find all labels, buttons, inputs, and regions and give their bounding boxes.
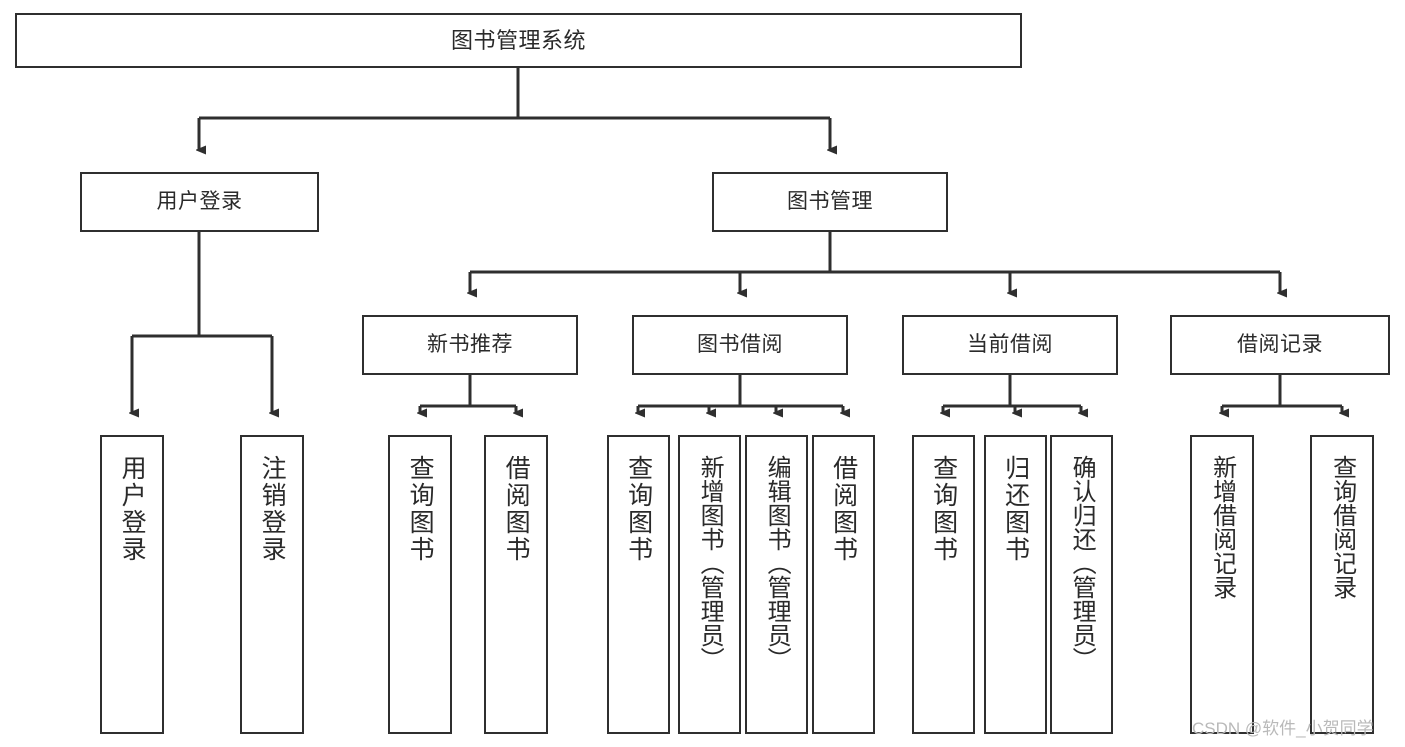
leaf-add-borrow-record-label: 新增借阅记录 (1208, 455, 1236, 599)
leaf-logout[interactable]: 注销登录 (240, 435, 304, 734)
leaf-borrow-book-recommend[interactable]: 借阅图书 (484, 435, 548, 734)
leaf-borrow-book-label: 借阅图书 (829, 455, 858, 563)
node-borrow-record[interactable]: 借阅记录 (1170, 315, 1390, 375)
leaf-confirm-return[interactable]: 确认归还（管理员） (1050, 435, 1113, 734)
node-borrow-record-label: 借阅记录 (1237, 332, 1323, 356)
leaf-query-borrow-record-label: 查询借阅记录 (1328, 455, 1356, 599)
node-root[interactable]: 图书管理系统 (15, 13, 1022, 68)
leaf-query-book-current-label: 查询图书 (929, 455, 958, 563)
leaf-query-book-recommend[interactable]: 查询图书 (388, 435, 452, 734)
leaf-confirm-return-label: 确认归还（管理员） (1068, 455, 1096, 671)
leaf-edit-book-label: 编辑图书（管理员） (763, 455, 791, 671)
node-book-borrow-label: 图书借阅 (697, 332, 783, 356)
leaf-edit-book[interactable]: 编辑图书（管理员） (745, 435, 808, 734)
leaf-borrow-book[interactable]: 借阅图书 (812, 435, 875, 734)
leaf-add-book[interactable]: 新增图书（管理员） (678, 435, 741, 734)
leaf-query-book-recommend-label: 查询图书 (406, 455, 435, 563)
leaf-user-login-label: 用户登录 (118, 455, 147, 563)
leaf-add-book-label: 新增图书（管理员） (696, 455, 724, 671)
node-root-label: 图书管理系统 (450, 27, 586, 53)
node-book-manage[interactable]: 图书管理 (712, 172, 948, 232)
leaf-user-login[interactable]: 用户登录 (100, 435, 164, 734)
leaf-query-book-borrow[interactable]: 查询图书 (607, 435, 670, 734)
node-book-borrow[interactable]: 图书借阅 (632, 315, 848, 375)
node-user-login-label: 用户登录 (156, 189, 243, 213)
leaf-add-borrow-record[interactable]: 新增借阅记录 (1190, 435, 1254, 734)
node-current-borrow[interactable]: 当前借阅 (902, 315, 1118, 375)
node-current-borrow-label: 当前借阅 (967, 332, 1053, 356)
leaf-query-book-borrow-label: 查询图书 (624, 455, 653, 563)
leaf-borrow-book-recommend-label: 借阅图书 (502, 455, 531, 563)
node-new-book-rec-label: 新书推荐 (427, 332, 513, 356)
csdn-watermark: CSDN @软件_小贺同学 (1192, 719, 1374, 738)
node-book-manage-label: 图书管理 (787, 189, 873, 213)
node-user-login[interactable]: 用户登录 (80, 172, 319, 232)
leaf-query-book-current[interactable]: 查询图书 (912, 435, 975, 734)
leaf-return-book-label: 归还图书 (1001, 455, 1030, 563)
leaf-logout-label: 注销登录 (258, 455, 287, 563)
node-new-book-rec[interactable]: 新书推荐 (362, 315, 578, 375)
leaf-return-book[interactable]: 归还图书 (984, 435, 1047, 734)
leaf-query-borrow-record[interactable]: 查询借阅记录 (1310, 435, 1374, 734)
